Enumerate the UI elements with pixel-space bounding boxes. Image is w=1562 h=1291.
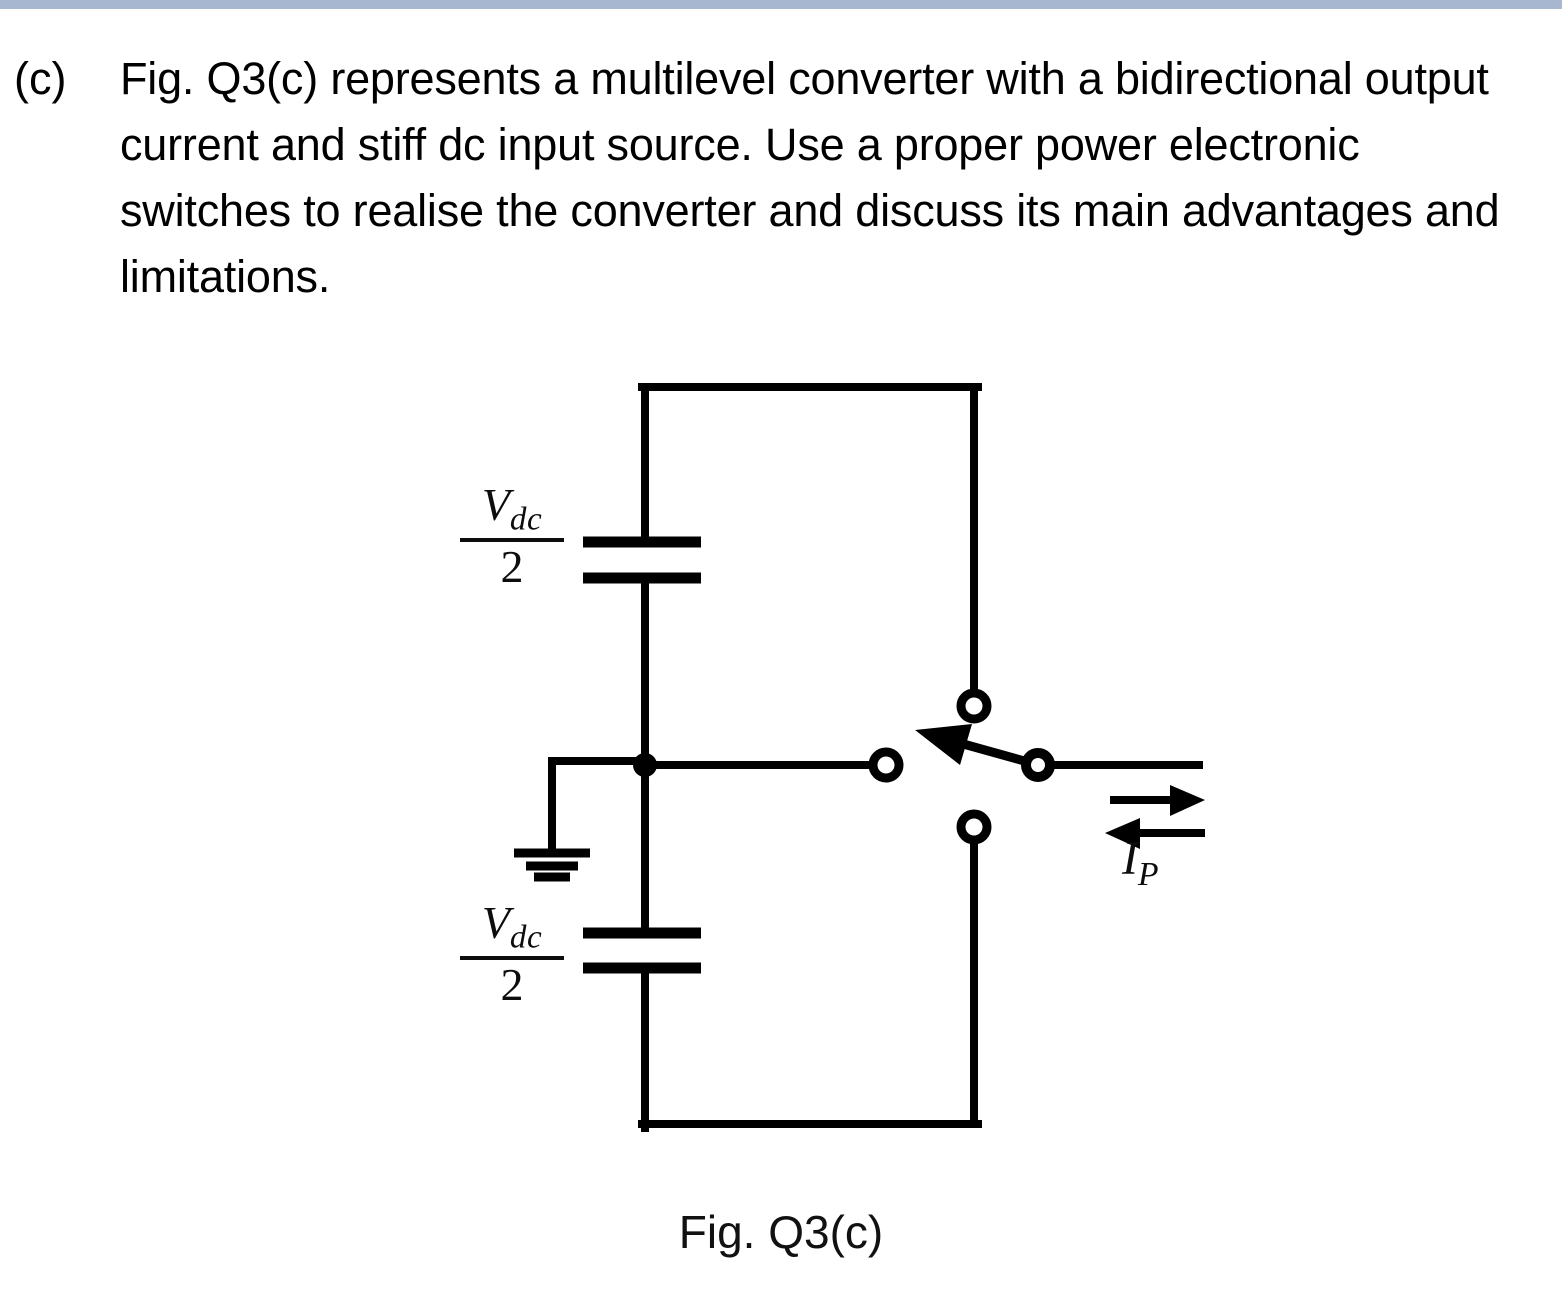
question-block: (c) Fig. Q3(c) represents a multilevel c…: [0, 46, 1562, 310]
figure-caption: Fig. Q3(c): [678, 1206, 884, 1258]
label-current-ip-subscript: P: [1137, 855, 1159, 893]
top-rule: [0, 0, 1562, 9]
label-vdc-top-v: V: [481, 479, 510, 530]
switch-blade-arrowhead: [915, 724, 972, 765]
label-current-ip: IP: [1122, 832, 1159, 893]
question-marker: (c): [14, 53, 67, 104]
label-vdc-top-denominator: 2: [500, 541, 524, 593]
current-arrow-reverse-head: [1105, 818, 1140, 849]
switch-contact-middle[interactable]: [868, 747, 904, 783]
label-vdc-top-subscript: dc: [509, 500, 543, 538]
circuit-diagram: [514, 383, 1205, 1132]
switch-blade[interactable]: [915, 724, 1037, 769]
current-arrow-reverse: [1105, 818, 1205, 849]
switch-contact-upper[interactable]: [956, 688, 992, 724]
label-vdc-bottom-fraction-bar: [460, 956, 564, 961]
question-text: Fig. Q3(c) represents a multilevel conve…: [120, 53, 1500, 302]
label-vdc-bottom-subscript: dc: [509, 918, 543, 956]
label-current-ip-main: I: [1122, 832, 1138, 885]
label-vdc-top-fraction-bar: [460, 538, 564, 543]
current-arrow-forward: [1110, 785, 1205, 816]
label-vdc-bottom-denominator: 2: [500, 959, 524, 1011]
label-vdc-top: Vdc 2: [460, 482, 564, 590]
current-arrow-forward-head: [1170, 785, 1205, 816]
label-vdc-bottom-v: V: [481, 897, 510, 948]
label-vdc-bottom-numerator: Vdc: [460, 900, 564, 955]
switch-contact-lower[interactable]: [956, 809, 992, 845]
figure-area: Vdc 2 Vdc 2 IP: [0, 340, 1562, 1170]
label-vdc-bottom: Vdc 2: [460, 900, 564, 1008]
question-row: (c) Fig. Q3(c) represents a multilevel c…: [0, 46, 1562, 310]
label-vdc-top-numerator: Vdc: [460, 482, 564, 537]
